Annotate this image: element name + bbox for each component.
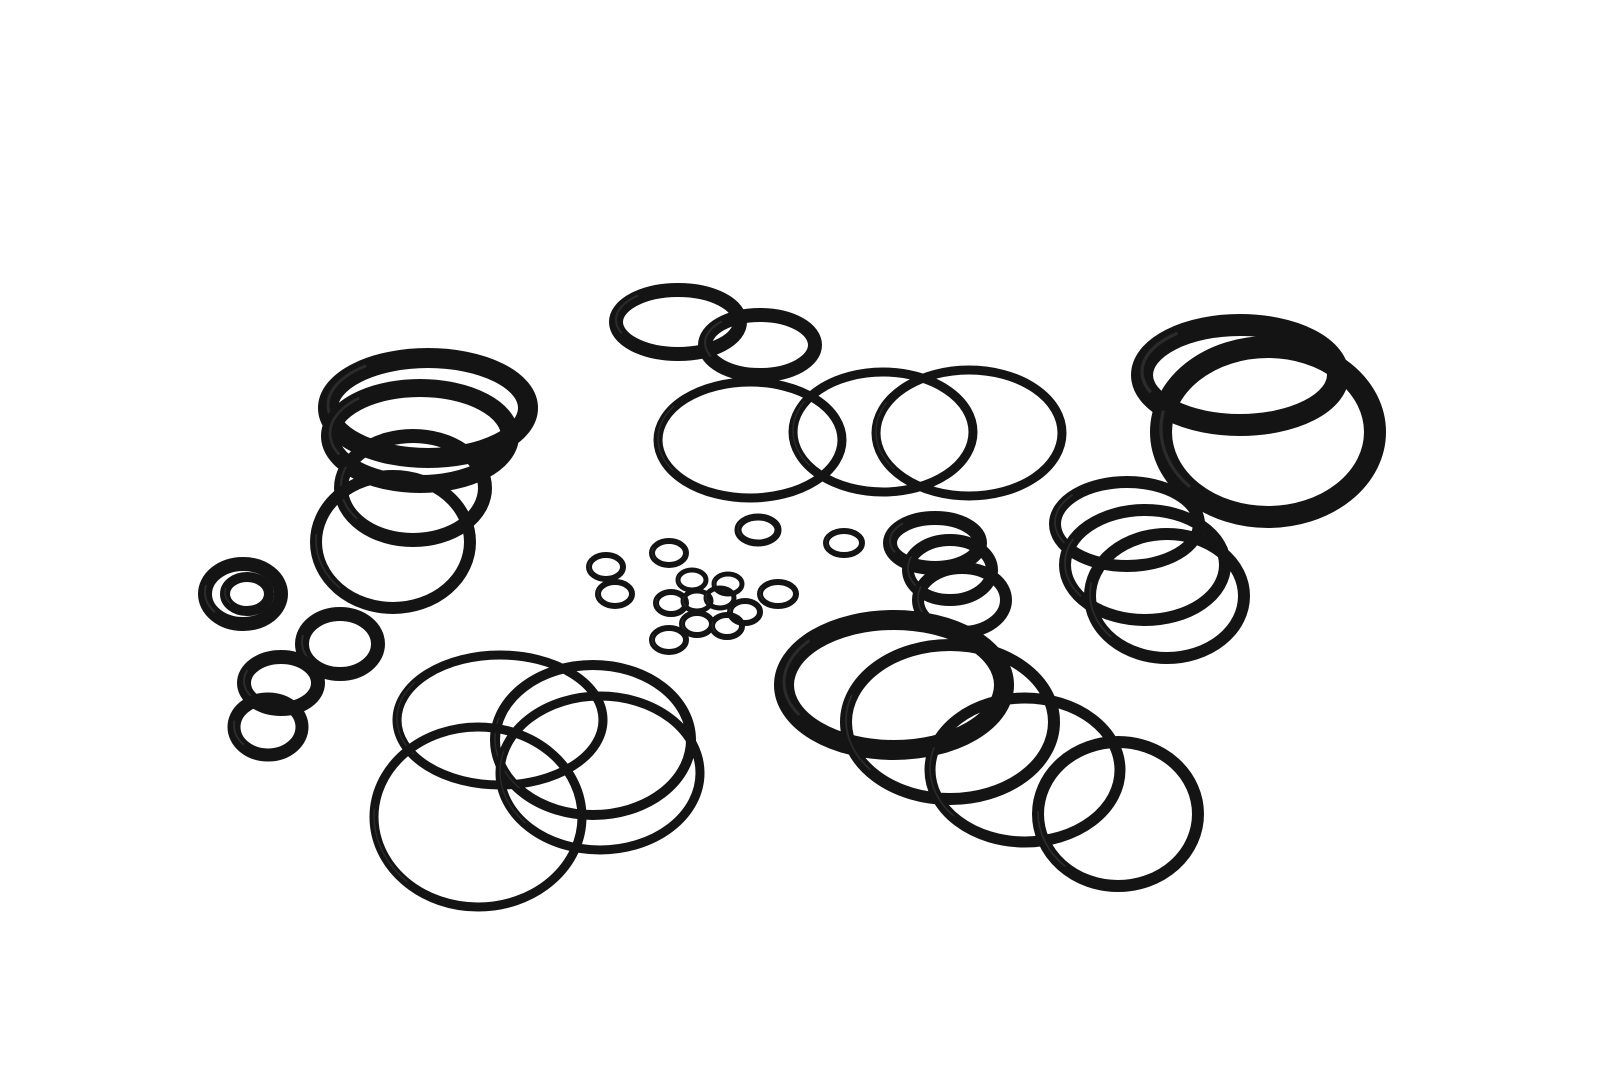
o-ring-highlight (845, 642, 1055, 799)
o-ring-highlight (651, 539, 687, 565)
o-ring-highlight (494, 662, 692, 815)
o-ring-highlight (224, 574, 270, 611)
o-ring-highlight (917, 565, 1007, 632)
o-ring-highlight (737, 515, 779, 543)
o-ring-highlight (588, 553, 624, 579)
o-ring-highlight (373, 724, 583, 907)
o-ring-highlight (703, 311, 817, 374)
o-ring-highlight (1064, 507, 1226, 620)
o-ring-highlight (651, 626, 687, 652)
o-ring-group (198, 283, 1386, 912)
o-ring-highlight (657, 379, 843, 498)
o-ring-highlight (1089, 531, 1245, 658)
o-ring-highlight (614, 286, 742, 353)
o-ring-highlight (655, 590, 687, 614)
o-ring-highlight (888, 514, 982, 567)
o-ring-highlight (713, 572, 743, 594)
o-ring-highlight (782, 615, 1006, 749)
o-ring-highlight (233, 696, 303, 755)
o-ring-highlight (1037, 739, 1199, 886)
o-ring-highlight (328, 383, 512, 483)
o-ring-highlight (677, 568, 707, 590)
o-ring-highlight (759, 580, 797, 606)
o-ring-highlight (907, 537, 993, 600)
o-ring-highlight (203, 560, 283, 623)
o-ring-highlight (711, 613, 743, 637)
o-ring-highlight (682, 589, 712, 611)
o-ring-highlight (326, 353, 530, 457)
o-ring-highlight (242, 653, 320, 708)
o-ring-highlight (681, 611, 713, 635)
o-ring-highlight (597, 580, 633, 606)
o-ring-highlight (499, 693, 701, 850)
o-ring-highlight (875, 367, 1063, 496)
o-ring-highlight (705, 586, 735, 608)
o-ring-highlight (792, 369, 974, 492)
o-ring-highlight (1054, 479, 1200, 566)
o-ring-highlight (315, 473, 471, 608)
o-ring-highlight (825, 529, 863, 555)
o-ring-highlight (729, 599, 761, 623)
o-ring-highlight (929, 695, 1121, 842)
o-ring-highlight (1159, 342, 1377, 516)
o-ring-highlight (1140, 320, 1340, 424)
o-ring-highlight (300, 610, 380, 673)
o-ring-highlight (396, 652, 604, 785)
